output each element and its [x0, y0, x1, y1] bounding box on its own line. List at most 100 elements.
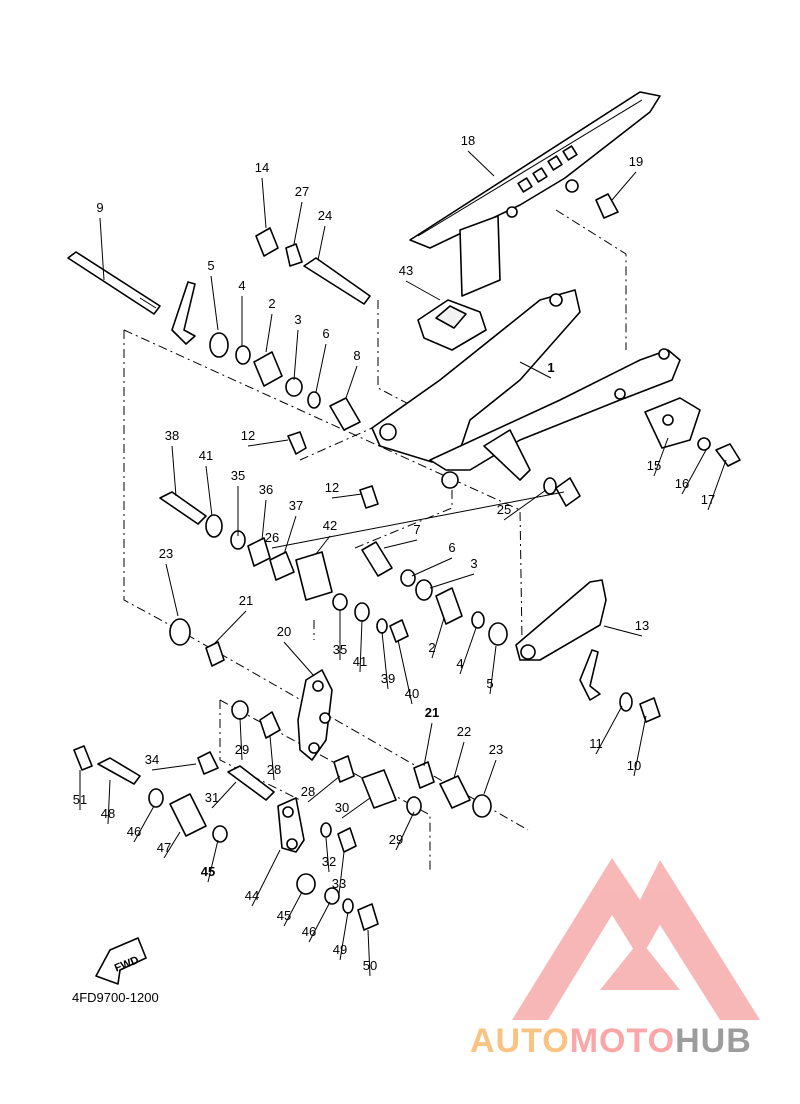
callout-number: 29 [235, 742, 249, 757]
callout-number: 28 [301, 784, 315, 799]
callout-leader [283, 515, 297, 555]
callout-leader [261, 499, 267, 541]
pivot-bushings [209, 332, 361, 431]
callout-leader [519, 361, 552, 379]
callout-number: 18 [461, 133, 475, 148]
relay-arm [297, 669, 333, 761]
callout-number: 32 [322, 854, 336, 869]
callout-leader [338, 851, 345, 895]
callout-number: 8 [353, 348, 360, 363]
callout-leader [453, 741, 465, 779]
callout-number: 36 [259, 482, 273, 497]
callout-leader [308, 901, 331, 943]
callout-number: 20 [277, 624, 291, 639]
callout-leader [210, 275, 219, 331]
callout-leader [503, 489, 547, 521]
callout-number: 42 [323, 518, 337, 533]
callout-number: 9 [96, 200, 103, 215]
callout-number: 38 [165, 428, 179, 443]
callout-leader [633, 715, 647, 777]
callout-leader [239, 717, 243, 761]
chain-puller [644, 397, 701, 449]
callout-number: 3 [294, 312, 301, 327]
callout-number: 4 [238, 278, 245, 293]
callout-number: 33 [332, 876, 346, 891]
callout-number: 30 [335, 800, 349, 815]
callout-leader [339, 911, 349, 961]
lower-bushings [231, 700, 492, 818]
callout-leader [341, 797, 371, 819]
callout-number: 12 [325, 480, 339, 495]
callout-leader [381, 631, 389, 690]
callout-leader [595, 705, 623, 755]
callout-leader [707, 459, 727, 511]
callout-number: 1 [547, 360, 554, 375]
axle-fasteners [579, 649, 661, 723]
callout-number: 13 [635, 618, 649, 633]
callout-leader [395, 811, 415, 851]
callout-leader [325, 837, 330, 873]
callout-leader [489, 645, 497, 695]
callout-number: 19 [629, 154, 643, 169]
callout-number: 50 [363, 958, 377, 973]
callout-number: 49 [333, 942, 347, 957]
callout-leader [681, 449, 707, 495]
callout-number: 43 [399, 263, 413, 278]
callout-leader [261, 177, 267, 229]
swingarm [371, 289, 681, 489]
callout-number: 22 [457, 724, 471, 739]
callout-number: 21 [425, 705, 439, 720]
callout-leader [271, 491, 565, 549]
callout-number: 35 [333, 642, 347, 657]
callout-leader [165, 563, 179, 617]
diagram-code: 4FD9700-1200 [72, 990, 159, 1005]
callout-leader [265, 313, 273, 353]
center-bushings [361, 541, 508, 646]
callout-number: 6 [322, 326, 329, 341]
callout-leader [99, 217, 105, 281]
callout-leader [151, 763, 197, 771]
callout-leader [345, 365, 358, 399]
watermark-logo [512, 858, 760, 1020]
callout-number: 48 [101, 806, 115, 821]
callout-number: 44 [245, 888, 259, 903]
callout-number: 21 [239, 593, 253, 608]
callout-number: 51 [73, 792, 87, 807]
grease-nipples [287, 431, 379, 509]
watermark-text: AUTOMOTOHUB [470, 1022, 752, 1061]
callout-number: 26 [265, 530, 279, 545]
callout-leader [411, 557, 453, 577]
callout-leader [211, 781, 237, 809]
callout-number: 45 [201, 864, 215, 879]
callout-number: 45 [277, 908, 291, 923]
callout-number: 46 [302, 924, 316, 939]
callout-leader [603, 625, 643, 637]
callout-number: 39 [381, 671, 395, 686]
callout-number: 23 [159, 546, 173, 561]
link-fasteners [332, 593, 409, 643]
callout-leader [359, 619, 363, 673]
callout-number: 7 [413, 522, 420, 537]
callout-leader [331, 493, 363, 499]
callout-number: 4 [456, 656, 463, 671]
callout-leader [483, 759, 497, 795]
callout-labels: 1234567891011121213141516171819202121222… [73, 133, 727, 977]
callout-number: 31 [205, 790, 219, 805]
callout-number: 3 [470, 556, 477, 571]
callout-leader [213, 610, 247, 645]
callout-number: 14 [255, 160, 269, 175]
callout-leader [405, 280, 441, 301]
callout-number: 41 [353, 654, 367, 669]
callout-number: 2 [428, 640, 435, 655]
bottom-fasteners [73, 745, 379, 931]
callout-leader [251, 849, 281, 907]
callout-leader [307, 775, 341, 803]
callout-leader [611, 171, 637, 201]
chain-guard [409, 91, 661, 249]
callout-leader [163, 831, 181, 859]
callout-leader [423, 722, 433, 767]
callout-number: 41 [199, 448, 213, 463]
callout-leader [293, 201, 303, 245]
callout-number: 28 [267, 762, 281, 777]
